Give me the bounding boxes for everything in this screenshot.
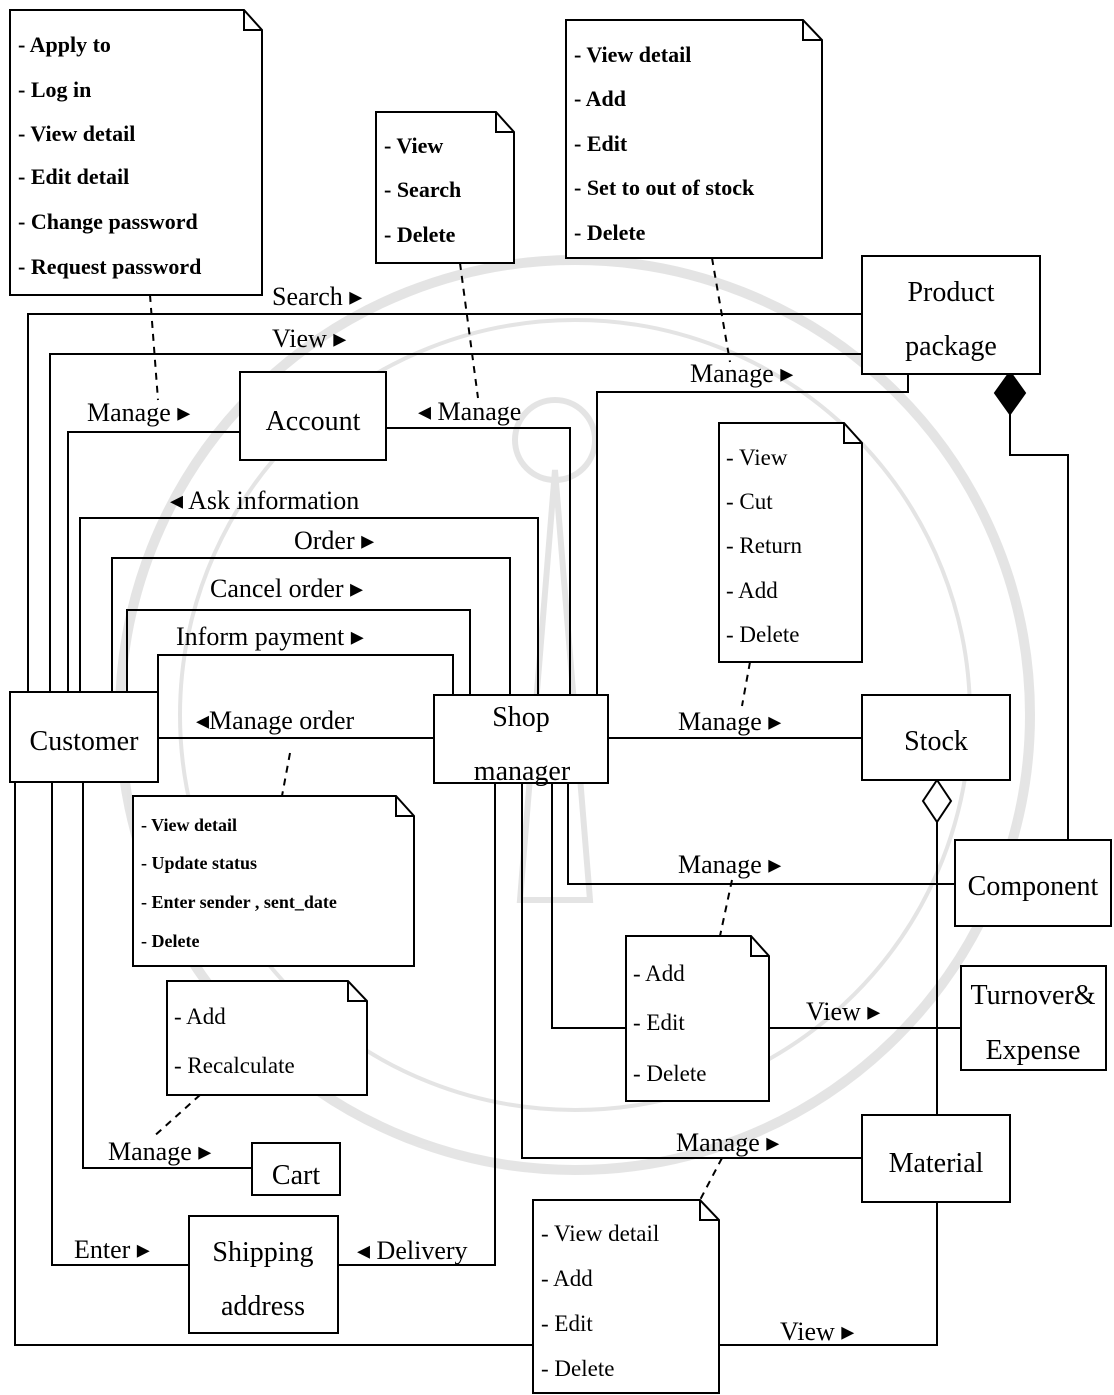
note-item: - Edit [574,131,628,156]
note-item: - Delete [541,1356,614,1381]
class-shop-manager-name-line2: manager [474,756,571,787]
note-material-ops: - View detail - Add - Edit - Delete [532,1199,720,1394]
note-item: - Return [726,533,803,558]
class-product-package-name-line1: Product [907,277,994,308]
class-material: Material [861,1114,1011,1203]
note-item: - Add [633,961,685,986]
class-shipping-address-name-line1: Shipping [212,1237,313,1268]
class-shipping-address-name-line2: address [221,1291,305,1322]
note-item: - Add [541,1266,593,1291]
label-inform-payment: Inform payment ▸ [176,622,364,651]
note-item: - Add [574,86,626,111]
note-cart-ops: - Add - Recalculate [166,980,368,1096]
class-component: Component [954,839,1112,927]
class-cart-name: Cart [272,1160,320,1191]
class-shipping-address: Shipping address [188,1215,339,1334]
aggregation-diamond-icon [921,778,953,824]
note-item: - Delete [726,622,799,647]
note-item: - Apply to [18,32,111,57]
note-item: - Edit [541,1311,593,1336]
class-product-package-name-line2: package [905,331,997,362]
note-item: - Recalculate [174,1053,295,1078]
note-item: - Add [726,578,778,603]
note-item: - Enter sender , sent_date [141,892,337,912]
note-item: - Edit [633,1010,685,1035]
note-item: - Change password [18,209,198,234]
class-cart: Cart [251,1142,341,1196]
class-stock-name: Stock [904,726,968,757]
note-item: - Search [384,177,461,202]
label-manage-component: Manage ▸ [678,850,781,879]
class-shop-manager-name-line1: Shop [492,702,550,733]
label-order: Order ▸ [294,526,374,555]
class-turnover-expense-name-line1: Turnover& [971,980,1096,1011]
label-manage-stock: Manage ▸ [678,707,781,736]
note-stock-ops: - View - Cut - Return - Add - Delete [718,422,863,663]
note-item: - Delete [574,220,646,245]
class-shop-manager: Shop manager [433,694,609,787]
class-stock: Stock [861,694,1011,781]
note-product-ops: - View detail - Add - Edit - Set to out … [565,19,823,259]
label-manage-product: Manage ▸ [690,359,793,388]
label-manage-material: Manage ▸ [676,1128,779,1157]
class-account-name: Account [266,406,361,437]
class-turnover-expense-name-line2: Expense [986,1035,1081,1066]
class-customer: Customer [9,691,159,783]
note-connectors [149,257,751,1201]
note-item: - View [384,133,443,158]
note-item: - Set to out of stock [574,175,755,200]
label-manage-customer-account: Manage ▸ [87,398,190,427]
label-view-material: View ▸ [780,1317,854,1346]
note-turnover-ops: - Add - Edit - Delete [625,935,770,1102]
class-account: Account [239,371,387,461]
class-customer-name: Customer [30,726,140,757]
class-product-package: Product package [861,255,1041,375]
note-item: - Delete [633,1061,706,1086]
note-order-ops: - View detail - Update status - Enter se… [132,795,415,967]
note-item: - Log in [18,77,91,102]
note-item: - Request password [18,254,201,279]
note-item: - Edit detail [18,164,129,189]
label-manage-shop-account: ◂ Manage [418,397,521,426]
composition-diamond-icon [993,370,1027,416]
label-view-product: View ▸ [272,324,346,353]
label-search: Search ▸ [272,282,362,311]
note-item: - Cut [726,489,773,514]
note-item: - View [726,445,788,470]
label-cancel-order: Cancel order ▸ [210,574,363,603]
label-manage-order: ◂Manage order [196,706,354,735]
class-component-name: Component [968,871,1099,902]
class-material-name: Material [889,1148,984,1179]
label-ask-information: ◂ Ask information [170,486,359,515]
label-view-turnover: View ▸ [806,997,880,1026]
label-enter: Enter ▸ [74,1235,150,1264]
note-item: - Delete [141,931,199,951]
note-item: - View detail [574,42,691,67]
label-manage-cart: Manage ▸ [108,1137,211,1166]
note-account-ops: - Apply to - Log in - View detail - Edit… [9,9,263,296]
note-item: - View detail [141,815,237,835]
note-item: - Update status [141,853,257,873]
note-item: - View detail [541,1221,659,1246]
note-item: - Add [174,1004,226,1029]
note-customer-admin-ops: - View - Search - Delete [375,111,515,264]
note-item: - View detail [18,121,135,146]
class-turnover-expense: Turnover& Expense [960,965,1107,1071]
note-item: - Delete [384,222,456,247]
association-lines [14,313,1069,1346]
label-delivery: ◂ Delivery [357,1236,468,1265]
association-label-group: Search ▸ View ▸ Manage ▸ ◂ Manage Manage… [74,282,880,1346]
